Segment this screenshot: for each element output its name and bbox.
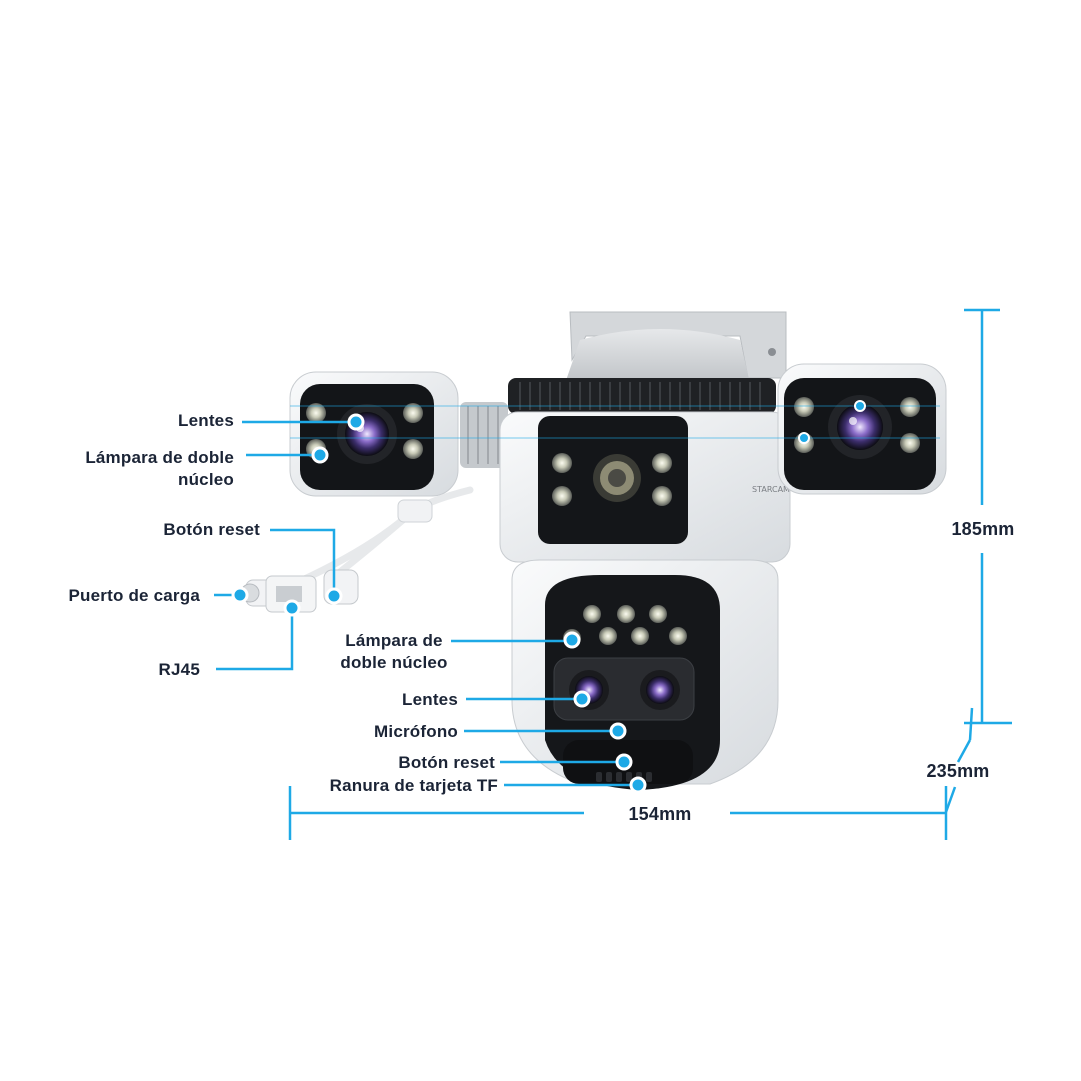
label-left-lens: Lentes [178,411,234,430]
svg-text:STARCAM: STARCAM [752,485,790,494]
label-tf-slot: Ranura de tarjeta TF [329,776,498,795]
label-microphone: Micrófono [374,722,458,741]
cable-icon [294,486,474,586]
callout-dots [231,400,866,794]
right-bullet-camera [777,363,947,495]
label-rj45: RJ45 [158,660,200,679]
lower-ptz-dome [511,559,779,790]
dimension-height: 185mm [951,519,1015,539]
label-charging-port: Puerto de carga [68,586,200,605]
label-lower-lamp-line2: doble núcleo [340,653,448,672]
label-lower-lamp-line1: Lámpara de [345,631,443,650]
dimension-depth: 235mm [926,761,990,781]
dimension-lines [288,308,1012,840]
label-lower-lens: Lentes [402,690,458,709]
label-left-lamp-line2: núcleo [178,470,234,489]
left-bullet-camera [289,371,459,497]
dimension-width: 154mm [628,804,692,824]
label-left-lamp-line1: Lámpara de doble [85,448,234,467]
wall-mount [562,311,787,392]
label-bottom-reset: Botón reset [398,753,495,772]
label-cable-reset: Botón reset [163,520,260,539]
middle-housing: STARCAM [499,411,791,563]
upper-ring [508,378,776,414]
